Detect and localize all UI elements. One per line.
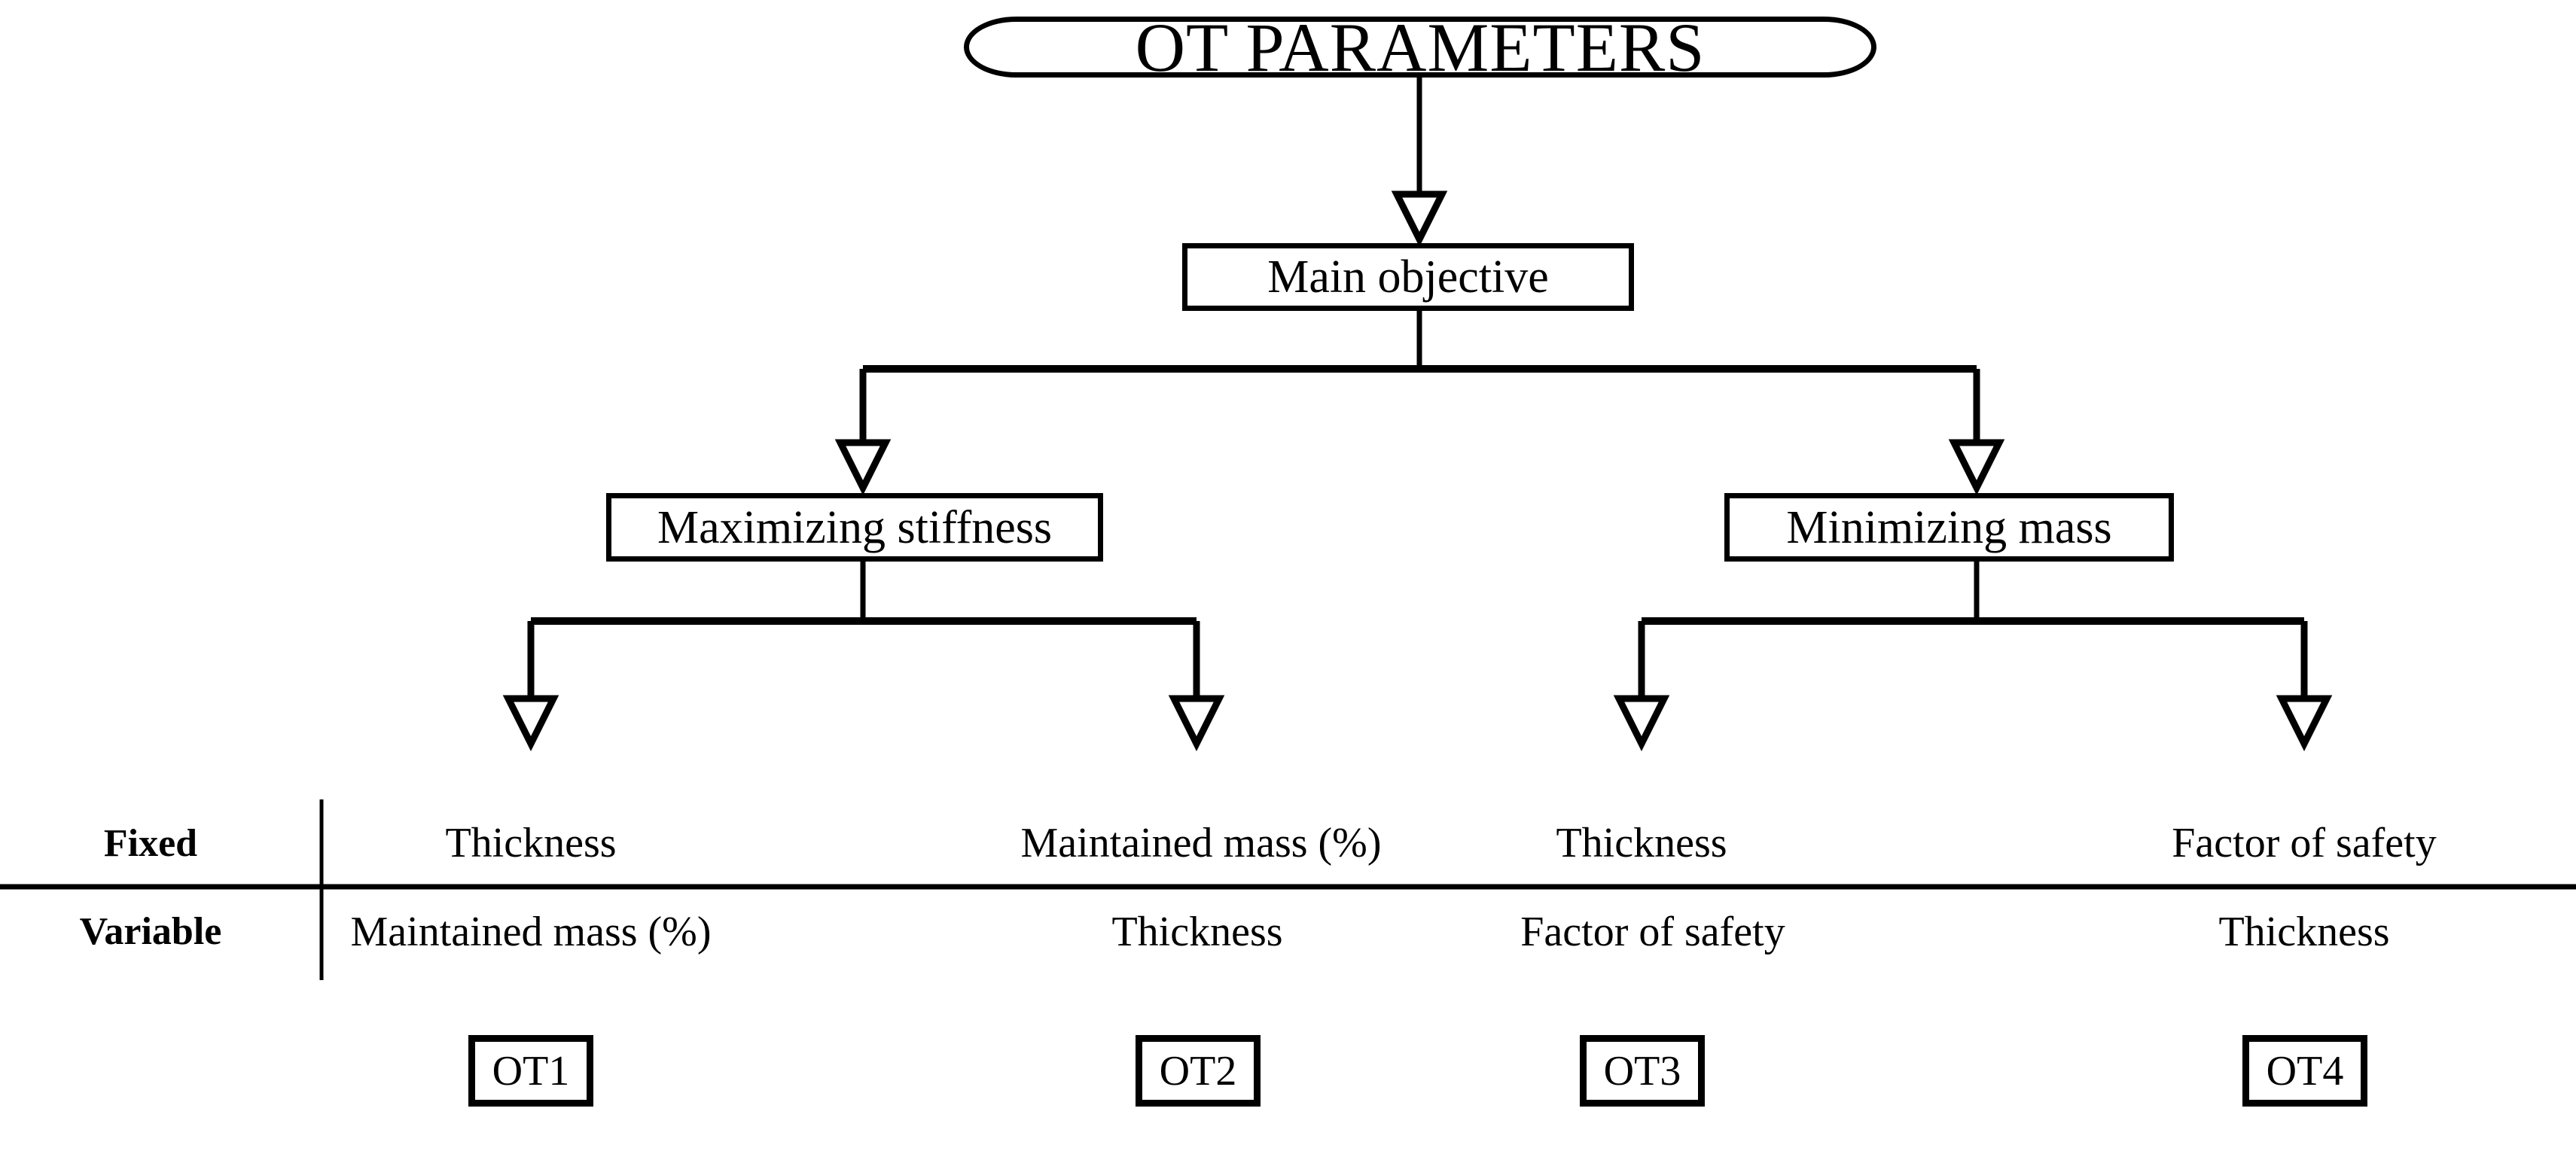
cell-variable-column-2: Thickness — [986, 911, 1408, 953]
cell-variable-column-2-text: Thickness — [1111, 909, 1283, 955]
cell-variable-column-1: Maintained mass (%) — [271, 911, 791, 953]
node-main-objective-label: Main objective — [1267, 251, 1549, 303]
cell-variable-column-3: Factor of safety — [1423, 911, 1882, 953]
node-minimizing-mass[interactable]: Minimizing mass — [1724, 493, 2174, 562]
cell-fixed-column-3: Thickness — [1431, 822, 1852, 864]
arrowhead-to-column-3 — [1613, 695, 1670, 752]
cell-variable-column-3-text: Factor of safety — [1520, 909, 1785, 955]
node-case-ot1[interactable]: OT1 — [468, 1035, 593, 1107]
cell-variable-column-4: Thickness — [2093, 911, 2515, 953]
arrowhead-to-maximizing-stiffness — [834, 439, 892, 496]
cell-fixed-column-1-text: Thickness — [445, 820, 617, 866]
node-maximizing-stiffness-label: Maximizing stiffness — [657, 501, 1053, 553]
node-case-ot4[interactable]: OT4 — [2242, 1035, 2367, 1107]
node-maximizing-stiffness[interactable]: Maximizing stiffness — [606, 493, 1103, 562]
row-label-variable-text: Variable — [79, 910, 222, 953]
node-minimizing-mass-label: Minimizing mass — [1786, 501, 2112, 553]
row-label-variable: Variable — [0, 912, 301, 951]
node-case-ot3-label: OT3 — [1603, 1047, 1681, 1095]
cell-fixed-column-2: Maintained mass (%) — [941, 822, 1461, 864]
node-main-objective[interactable]: Main objective — [1182, 243, 1634, 311]
node-case-ot3[interactable]: OT3 — [1580, 1035, 1705, 1107]
cell-fixed-column-4: Factor of safety — [2075, 822, 2534, 864]
node-ot-parameters[interactable]: OT PARAMETERS — [964, 13, 1876, 82]
node-case-ot2-label: OT2 — [1159, 1047, 1237, 1095]
row-label-fixed: Fixed — [0, 824, 301, 863]
arrowhead-to-column-4 — [2276, 695, 2333, 752]
cell-variable-column-4-text: Thickness — [2218, 909, 2390, 955]
arrowhead-to-minimizing-mass — [1948, 439, 2005, 496]
row-label-fixed-text: Fixed — [103, 822, 198, 865]
arrowhead-to-main-objective — [1391, 190, 1448, 248]
node-case-ot1-label: OT1 — [492, 1047, 570, 1095]
cell-fixed-column-3-text: Thickness — [1556, 820, 1727, 866]
node-ot-parameters-label: OT PARAMETERS — [1135, 8, 1706, 86]
cell-fixed-column-1: Thickness — [320, 822, 742, 864]
cell-fixed-column-4-text: Factor of safety — [2172, 820, 2437, 866]
node-case-ot2[interactable]: OT2 — [1136, 1035, 1261, 1107]
cell-fixed-column-2-text: Maintained mass (%) — [1020, 820, 1382, 866]
arrowhead-to-column-2 — [1168, 695, 1225, 752]
cell-variable-column-1-text: Maintained mass (%) — [350, 909, 712, 955]
arrowhead-to-column-1 — [502, 695, 559, 752]
node-case-ot4-label: OT4 — [2266, 1047, 2344, 1095]
